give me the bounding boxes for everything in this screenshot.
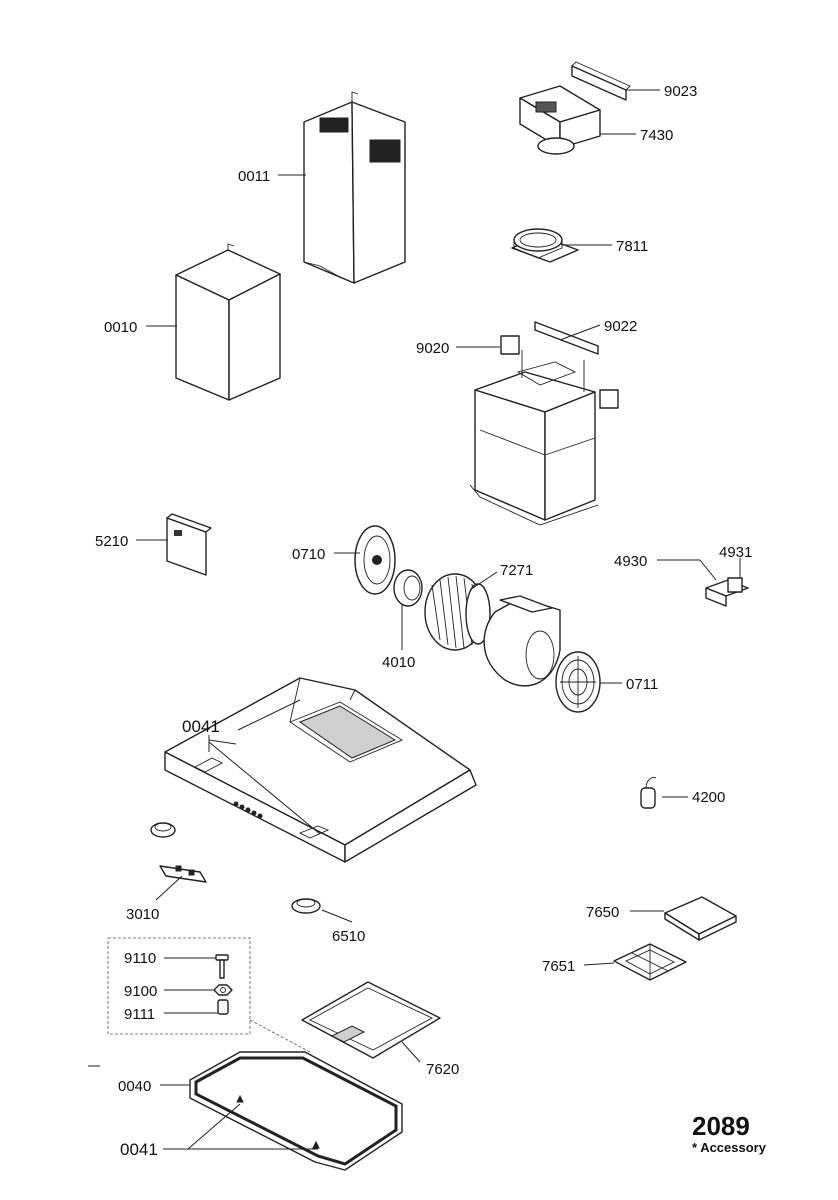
- label-0041-top: 0041: [182, 717, 220, 736]
- control-box: [166, 513, 212, 576]
- grease-filter: [301, 981, 441, 1059]
- accessory-note: * Accessory: [692, 1140, 766, 1155]
- motor: [393, 569, 423, 607]
- label-0711: 0711: [626, 676, 658, 693]
- lamp-holder: [291, 898, 321, 914]
- label-4930: 4930: [614, 553, 647, 570]
- filter-frame: [613, 943, 687, 981]
- label-0010: 0010: [104, 319, 137, 336]
- reference-block: 2089 * Accessory: [692, 1112, 812, 1156]
- label-6510: 6510: [332, 928, 365, 945]
- label-9110: 9110: [124, 950, 156, 967]
- label-7620: 7620: [426, 1061, 459, 1078]
- blower-housing: [483, 595, 561, 687]
- label-9023: 9023: [664, 83, 697, 100]
- label-0011: 0011: [238, 168, 270, 185]
- duct-flange: [511, 228, 579, 263]
- label-7430: 7430: [640, 127, 673, 144]
- frame-gasket: [189, 1051, 403, 1171]
- duct-adapter: [519, 85, 601, 155]
- fan-wheel: [424, 573, 491, 651]
- accessory-box: [107, 937, 311, 1053]
- label-0710: 0710: [292, 546, 325, 563]
- label-7650: 7650: [586, 904, 619, 921]
- label-9022: 9022: [604, 318, 637, 335]
- label-7271: 7271: [500, 562, 533, 579]
- label-9020: 9020: [416, 340, 449, 357]
- label-7651: 7651: [542, 958, 575, 975]
- hood-body: [164, 677, 477, 863]
- label-4931: 4931: [719, 544, 752, 561]
- lower-chimney-cover: [175, 243, 281, 401]
- motor-plate: [354, 525, 396, 595]
- label-5210: 5210: [95, 533, 128, 550]
- motor-frame: [469, 321, 619, 526]
- carbon-filter: [664, 896, 737, 941]
- diagram-reference-number: 2089: [692, 1111, 750, 1141]
- switch-assembly: [150, 822, 207, 883]
- capacitor: [705, 577, 749, 607]
- grille-plate: [555, 651, 601, 713]
- leader-lines: [88, 89, 741, 1150]
- label-3010: 3010: [126, 906, 159, 923]
- label-0040: 0040: [118, 1078, 151, 1095]
- lamp: [640, 777, 657, 809]
- label-9111: 9111: [124, 1006, 155, 1023]
- label-0041-bottom: 0041: [120, 1140, 158, 1159]
- label-7811: 7811: [616, 238, 648, 255]
- label-4200: 4200: [692, 789, 725, 806]
- wall-bracket-top: [571, 61, 631, 101]
- label-4010: 4010: [382, 654, 415, 671]
- label-9100: 9100: [124, 983, 157, 1000]
- upper-chimney-cover: [303, 91, 406, 284]
